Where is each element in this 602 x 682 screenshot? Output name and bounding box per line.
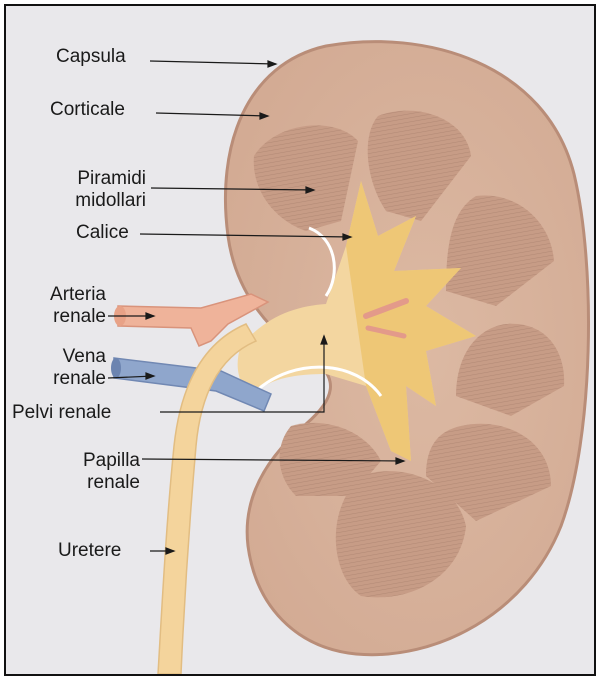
label-piramidi-midollari: Piramidi midollari bbox=[50, 168, 146, 212]
label-calice: Calice bbox=[76, 222, 129, 244]
label-papilla-line1: Papilla bbox=[46, 450, 140, 472]
label-arteria-line1: Arteria bbox=[22, 284, 106, 306]
label-vena-line2: renale bbox=[22, 368, 106, 390]
label-piramidi-line2: midollari bbox=[50, 190, 146, 212]
figure-frame: Capsula Corticale Piramidi midollari Cal… bbox=[4, 4, 596, 676]
label-vena-line1: Vena bbox=[22, 346, 106, 368]
label-corticale: Corticale bbox=[50, 99, 125, 121]
label-uretere: Uretere bbox=[58, 540, 121, 562]
label-papilla-renale: Papilla renale bbox=[46, 450, 140, 494]
label-vena-renale: Vena renale bbox=[22, 346, 106, 390]
label-arteria-line2: renale bbox=[22, 306, 106, 328]
label-papilla-line2: renale bbox=[46, 472, 140, 494]
label-piramidi-line1: Piramidi bbox=[50, 168, 146, 190]
label-capsula: Capsula bbox=[56, 46, 126, 68]
label-pelvi-renale: Pelvi renale bbox=[12, 402, 111, 424]
label-arteria-renale: Arteria renale bbox=[22, 284, 106, 328]
